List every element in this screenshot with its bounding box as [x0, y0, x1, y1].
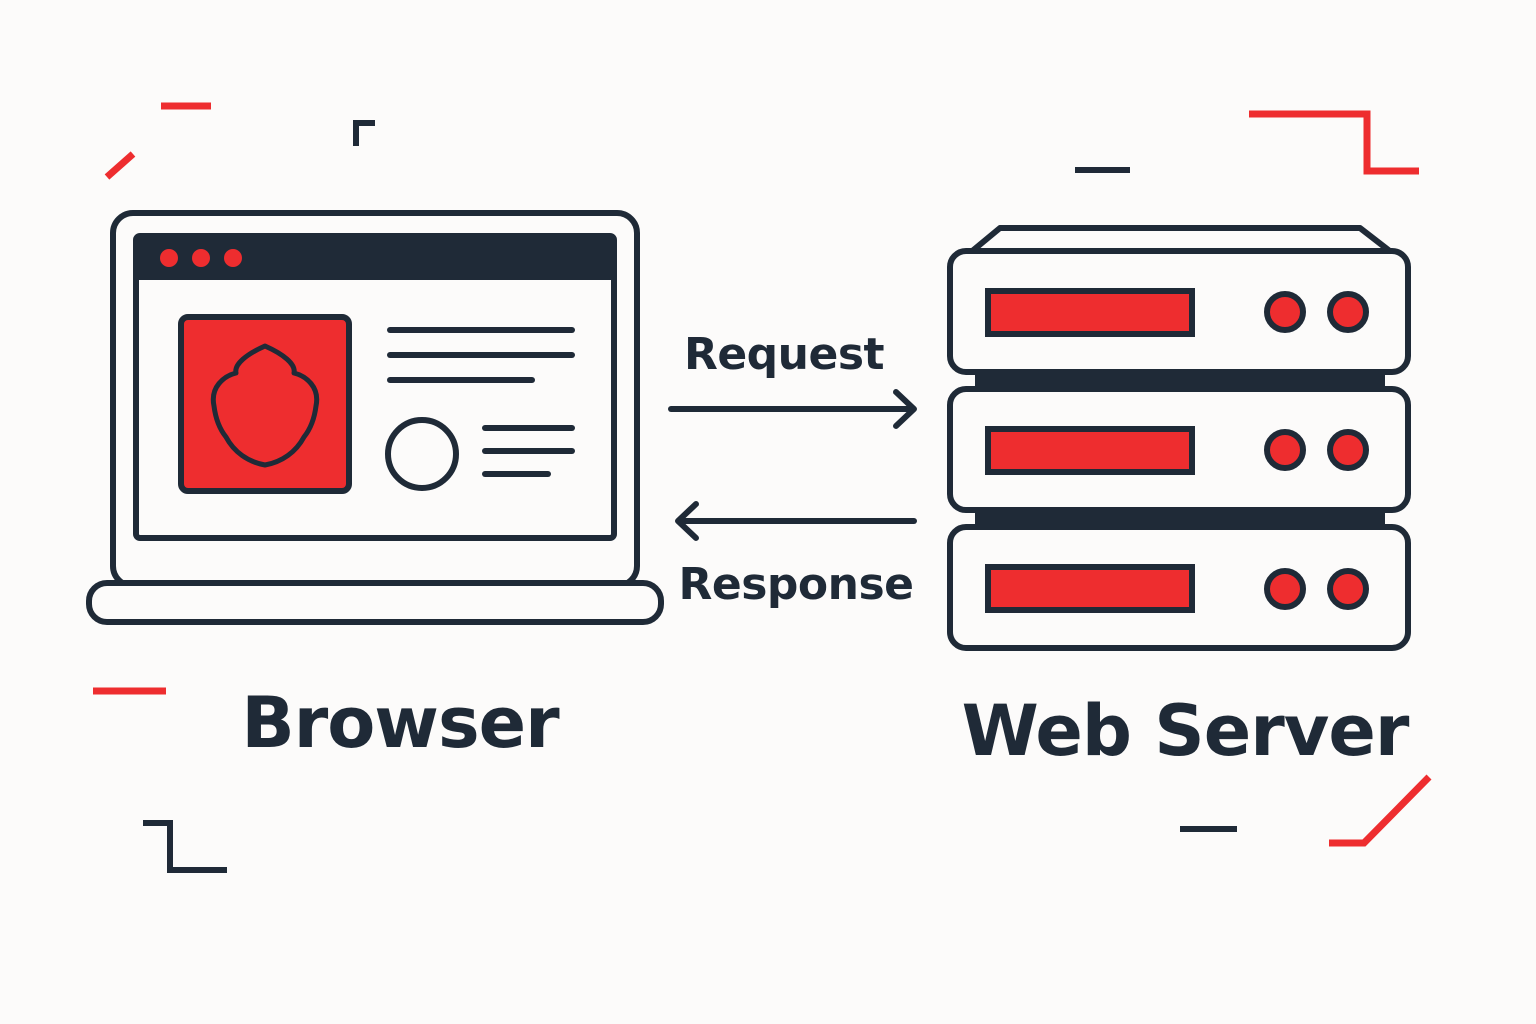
status-light-icon [1327, 429, 1369, 471]
drive-slot [985, 288, 1195, 337]
deco-red-step [1249, 110, 1419, 175]
server-unit [947, 524, 1411, 651]
window-dot-icon [224, 249, 242, 267]
browser-title-bar [136, 236, 614, 280]
drive-slot [985, 564, 1195, 613]
server-rack-icon [947, 225, 1411, 651]
drive-slot [985, 426, 1195, 475]
status-light-icon [1327, 568, 1369, 610]
server-label: Web Server [961, 690, 1410, 772]
arrow-left-icon [675, 501, 917, 541]
content-text-lines [387, 327, 575, 383]
window-dot-icon [160, 249, 178, 267]
server-unit [947, 248, 1411, 375]
arrow-right-icon [668, 389, 917, 429]
request-label: Request [683, 329, 885, 380]
server-unit [947, 386, 1411, 513]
response-label: Response [678, 559, 915, 610]
deco-red-slash [104, 151, 136, 180]
laptop-base [86, 580, 664, 625]
status-light-icon [1264, 568, 1306, 610]
status-light-icon [1327, 291, 1369, 333]
deco-dark-corner [143, 820, 227, 873]
decorative-marks [93, 102, 1432, 873]
status-light-icon [1264, 429, 1306, 471]
window-dot-icon [192, 249, 210, 267]
status-light-icon [1264, 291, 1306, 333]
browser-label: Browser [241, 682, 559, 764]
laptop-icon [86, 210, 664, 625]
content-text-lines [482, 425, 575, 477]
deco-red-slash [1329, 774, 1432, 847]
flower-icon [210, 343, 320, 468]
deco-dark-corner [353, 120, 375, 146]
circle-avatar-icon [385, 417, 459, 491]
